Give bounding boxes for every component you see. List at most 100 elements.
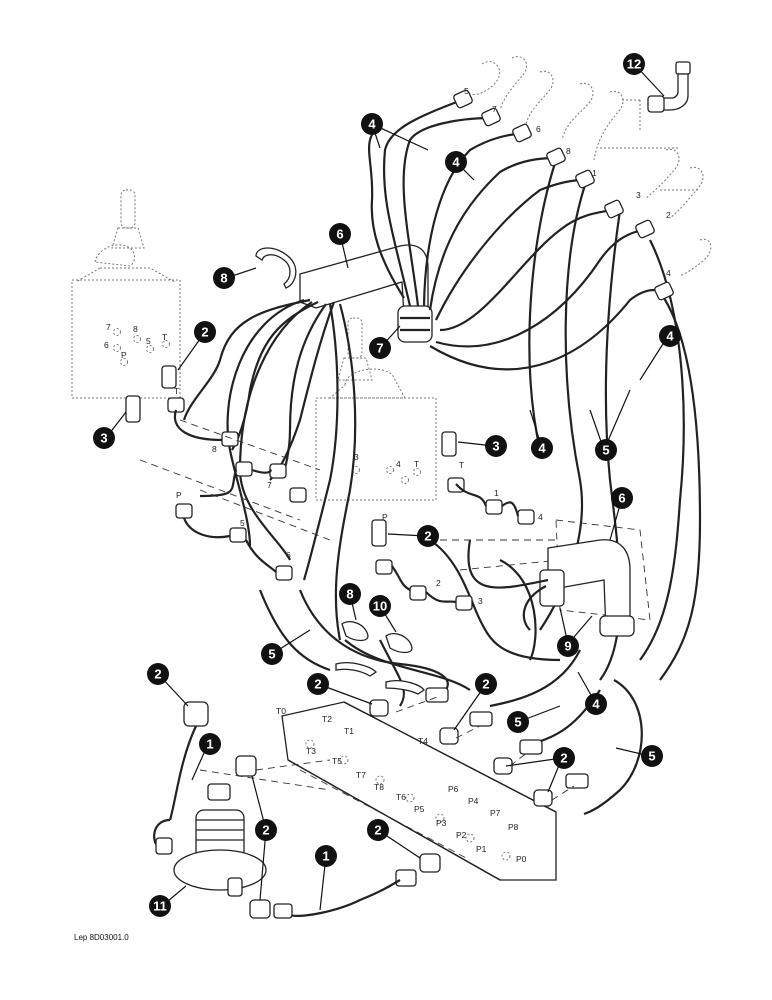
svg-text:5: 5: [514, 715, 521, 730]
svg-text:4: 4: [592, 697, 600, 712]
port-label: 6: [104, 340, 109, 350]
mid-valve-fittings: T 1 4 P 2 3: [371, 431, 561, 611]
block-port: T1: [344, 726, 354, 736]
svg-text:8: 8: [346, 587, 353, 602]
svg-text:11: 11: [153, 899, 167, 914]
hose-end-label: P: [176, 490, 182, 500]
hose-end-label: 7: [267, 480, 272, 490]
callout-5b: 5: [261, 629, 311, 665]
callout-5d: 5: [615, 745, 663, 767]
svg-text:1: 1: [206, 737, 213, 752]
hose-sleeve: [299, 244, 433, 343]
block-port: T7: [356, 770, 366, 780]
svg-text:2: 2: [262, 823, 269, 838]
block-port: T0: [276, 706, 286, 716]
svg-text:5: 5: [268, 647, 275, 662]
manifold-block: T0 T2 T4 T1 T3 T5 T7 T8 T6 P5 P3 P2 P1 P…: [276, 701, 557, 881]
callout-4a: 4: [361, 113, 429, 151]
callout-2a: 2: [177, 321, 216, 371]
port-label: 8: [133, 324, 138, 334]
hose-end-label: 3: [636, 190, 641, 200]
callout-2b: 2: [387, 525, 439, 547]
hose-end-label: 1: [592, 168, 597, 178]
lower-hoses: [258, 539, 561, 707]
hose-end-label: 1: [494, 488, 499, 498]
upper-fittings: 5 7 6 8 1 3 2 4: [453, 56, 712, 301]
svg-text:4: 4: [368, 117, 376, 132]
hose-end-label: P: [382, 512, 388, 522]
callout-8b: 8: [339, 583, 361, 621]
hose-end-label: 7: [492, 104, 497, 114]
callout-11: 11: [149, 885, 187, 917]
hose-end-label: 5: [464, 86, 469, 96]
port-label: 5: [146, 336, 151, 346]
svg-text:2: 2: [482, 677, 489, 692]
block-port: P6: [448, 784, 459, 794]
callout-4b: 4: [445, 151, 475, 181]
callout-12: 12: [623, 53, 665, 97]
callout-6b: 6: [609, 487, 633, 541]
block-port: P8: [508, 822, 519, 832]
callout-9: 9: [557, 607, 593, 657]
callout-4e: 4: [577, 671, 607, 715]
svg-text:2: 2: [424, 529, 431, 544]
hose-end-label: T: [174, 386, 179, 396]
hose-end-label: 6: [286, 550, 291, 560]
hose-end-label: 3: [478, 596, 483, 606]
svg-text:5: 5: [602, 443, 609, 458]
hose-end-label: 4: [538, 512, 543, 522]
hose-end-label: 6: [536, 124, 541, 134]
hose-clamps: [255, 247, 425, 695]
block-port: P7: [490, 808, 501, 818]
port-label: 3: [354, 452, 359, 462]
callout-5c: 5: [507, 705, 561, 733]
block-port: T8: [374, 782, 384, 792]
svg-text:6: 6: [336, 227, 343, 242]
svg-text:3: 3: [100, 431, 107, 446]
svg-text:7: 7: [376, 341, 383, 356]
callout-4d: 4: [529, 409, 553, 459]
callout-2g: 2: [251, 775, 277, 901]
callout-3b: 3: [457, 435, 507, 457]
svg-text:2: 2: [201, 325, 208, 340]
hose-end-label: 8: [212, 444, 217, 454]
hose-end-label: 4: [666, 268, 671, 278]
svg-text:2: 2: [560, 751, 567, 766]
svg-text:12: 12: [627, 57, 641, 72]
block-port: T6: [396, 792, 406, 802]
svg-text:3: 3: [492, 439, 499, 454]
svg-text:1: 1: [322, 849, 329, 864]
svg-text:4: 4: [666, 329, 674, 344]
drawing-reference: Lep 8D03001.0: [74, 933, 129, 942]
elbow-fitting-12: [647, 61, 691, 113]
callout-2f: 2: [505, 747, 575, 793]
svg-text:2: 2: [314, 677, 321, 692]
svg-text:4: 4: [452, 155, 460, 170]
callout-2c: 2: [147, 663, 189, 707]
block-port: P5: [414, 804, 425, 814]
port-label: P: [121, 350, 127, 360]
pressure-switch-assembly: [153, 701, 441, 919]
hose-end-label: T: [459, 460, 464, 470]
port-label: 4: [396, 459, 401, 469]
svg-text:6: 6: [618, 491, 625, 506]
port-label: T: [162, 332, 167, 342]
callout-3a: 3: [93, 411, 127, 449]
callout-1a: 1: [191, 733, 221, 781]
svg-text:2: 2: [374, 823, 381, 838]
callout-2h: 2: [367, 819, 421, 859]
hose-end-label: 2: [666, 210, 671, 220]
right-sleeve: [467, 519, 651, 637]
callout-2d: 2: [307, 673, 373, 705]
block-port: P3: [436, 818, 447, 828]
port-label: 7: [106, 322, 111, 332]
callout-2e: 2: [453, 673, 497, 731]
svg-text:10: 10: [373, 599, 387, 614]
svg-text:4: 4: [538, 441, 546, 456]
svg-text:2: 2: [154, 667, 161, 682]
svg-text:9: 9: [564, 639, 571, 654]
middle-joystick-valve: 3 4 T: [315, 317, 437, 501]
left-valve-fittings: T 8 7 P 5 6: [125, 365, 331, 581]
block-port: P2: [456, 830, 467, 840]
